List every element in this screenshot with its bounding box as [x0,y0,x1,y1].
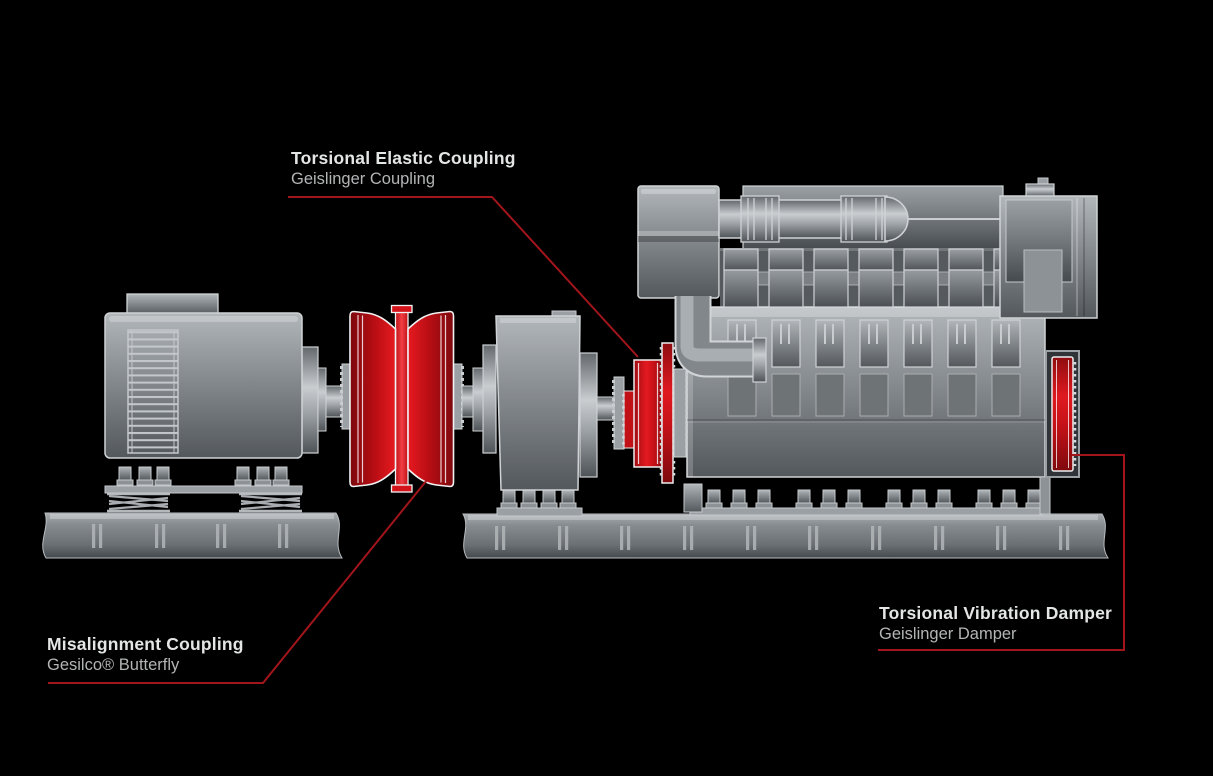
label-title: Torsional Vibration Damper [879,603,1113,623]
vibration-spring [237,492,304,513]
label-torsional-elastic-coupling: Torsional Elastic Coupling Geislinger Co… [291,148,516,190]
torsional-vibration-damper [1039,350,1080,515]
leader-vibration-damper [878,454,1125,651]
generator-top-duct [126,293,219,316]
label-subtitle: Gesilco® Butterfly [47,656,180,674]
gearbox [482,310,598,517]
engine-right-box [999,177,1098,319]
engine-feet [705,489,1043,509]
turbocharger-box [637,185,720,299]
label-torsional-vibration-damper: Torsional Vibration Damper Geislinger Da… [879,603,1112,645]
base-skid-right [462,513,1109,559]
vibration-spring [105,492,172,513]
exhaust-manifold-pipe [718,195,1000,243]
coupling-flange-disc [661,342,674,484]
base-skid-left [42,512,343,559]
leader-elastic-coupling [288,196,639,358]
generator-vent-grille [127,329,179,454]
label-subtitle: Geislinger Coupling [291,170,435,188]
torsional-elastic-coupling [596,342,688,484]
butterfly-disc-left [349,310,397,488]
gearbox-body [495,315,581,491]
flywheel [673,368,687,458]
generator [104,293,319,513]
charge-air-elbow-pipe [674,296,767,383]
misalignment-coupling-butterfly [317,304,484,493]
leader-misalignment-coupling [48,479,428,684]
leader-lines [48,196,1125,684]
label-title: Torsional Elastic Coupling [291,148,516,168]
label-misalignment-coupling: Misalignment Coupling Gesilco® Butterfly [47,634,244,676]
butterfly-disc-right [407,310,455,488]
damper-red-ring [1051,356,1074,472]
generator-end-boss [301,346,319,454]
cylinder-head-covers [723,248,1029,308]
engine [637,177,1098,516]
label-subtitle: Geislinger Damper [879,625,1017,643]
pipe-end-cap [884,196,909,242]
butterfly-center-hub [394,307,409,490]
label-title: Misalignment Coupling [47,634,244,654]
